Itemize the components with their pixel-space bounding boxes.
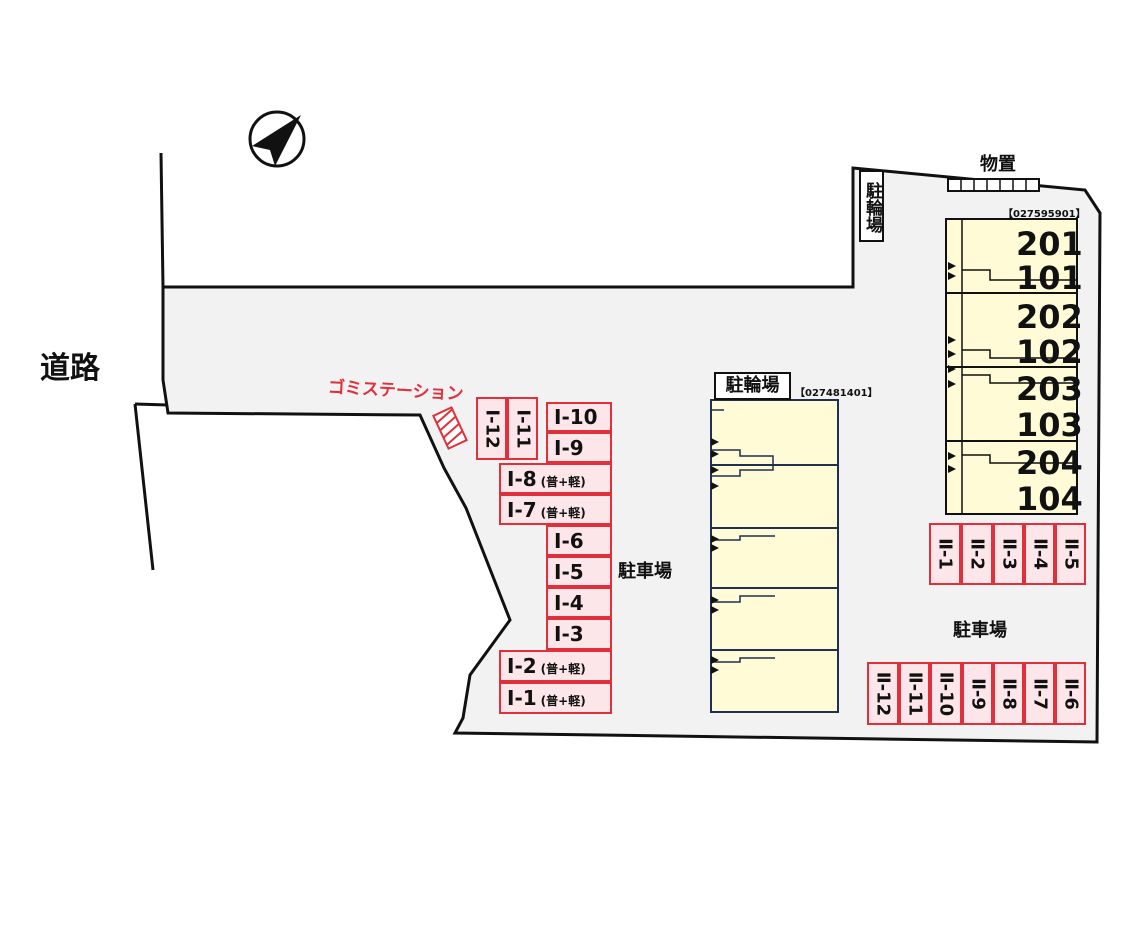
road-boundary-line: [134, 402, 169, 407]
parking-space: Ⅰ-11: [507, 397, 538, 460]
parking-space: Ⅱ-1: [929, 523, 961, 585]
parking-space: Ⅰ-1(普+軽): [499, 682, 612, 714]
parking-space: Ⅱ-2: [961, 523, 993, 585]
unit-number: 203: [1016, 370, 1083, 408]
road-boundary-line: [133, 403, 155, 571]
parking-space: Ⅱ-11: [899, 662, 930, 725]
unit-number: 103: [1016, 406, 1083, 444]
parking-space: Ⅰ-2(普+軽): [499, 650, 612, 682]
north-arrow-icon: [248, 110, 306, 168]
parking-label-1: 駐車場: [618, 561, 672, 582]
parking-space: Ⅱ-7: [1024, 662, 1055, 725]
parking-space: Ⅰ-7(普+軽): [499, 494, 612, 525]
parking-space: Ⅱ-4: [1024, 523, 1055, 585]
parking-space: Ⅱ-6: [1055, 662, 1086, 725]
parking-space: Ⅱ-12: [867, 662, 899, 725]
building-code-2: 【027481401】: [795, 388, 878, 399]
unit-number: 201: [1016, 225, 1083, 263]
bike-parking-left-label: 駐輪場: [714, 372, 791, 400]
parking-space: Ⅱ-10: [930, 662, 962, 725]
unit-number: 204: [1016, 444, 1083, 482]
parking-space: Ⅱ-8: [993, 662, 1024, 725]
parking-space: Ⅰ-8(普+軽): [499, 463, 612, 494]
parking-space: Ⅱ-3: [993, 523, 1024, 585]
parking-space: Ⅱ-9: [962, 662, 993, 725]
road-label: 道路: [40, 351, 100, 386]
unit-number: 104: [1016, 480, 1083, 518]
building-code-1: 【027595901】: [1003, 209, 1086, 220]
unit-number: 102: [1016, 333, 1083, 371]
parking-space: Ⅰ-10: [546, 402, 612, 432]
parking-space: Ⅰ-3: [546, 618, 612, 650]
unit-number: 101: [1016, 259, 1083, 297]
parking-space: Ⅰ-12: [476, 397, 507, 460]
parking-label-2: 駐車場: [953, 620, 1007, 641]
parking-space: Ⅰ-4: [546, 587, 612, 618]
building-center: [710, 399, 839, 713]
parking-space: Ⅰ-6: [546, 525, 612, 556]
storage-shed: [947, 178, 1040, 192]
unit-number: 202: [1016, 298, 1083, 336]
parking-space: Ⅱ-5: [1055, 523, 1086, 585]
building-right: [945, 218, 1078, 515]
bike-parking-label: 駐輪場: [859, 170, 884, 242]
storage-label: 物置: [980, 154, 1016, 175]
garbage-station: [432, 406, 468, 450]
parking-space: Ⅰ-9: [546, 432, 612, 463]
road-boundary-line: [159, 152, 165, 288]
parking-space: Ⅰ-5: [546, 556, 612, 587]
